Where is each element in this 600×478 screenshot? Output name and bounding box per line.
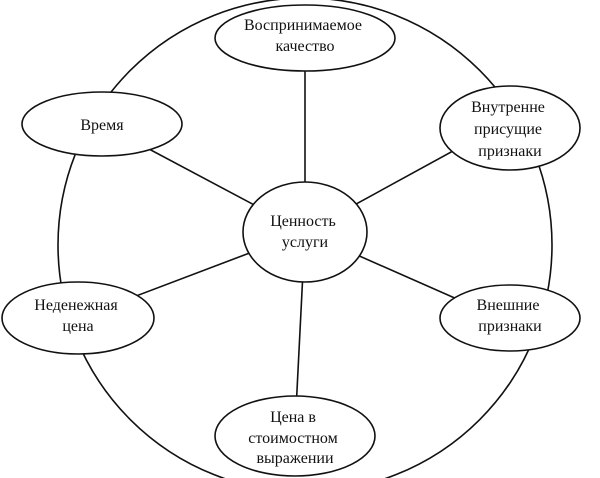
- node-external-features-line-2: признаки: [478, 318, 542, 335]
- center-node-line-2: услуги: [282, 234, 329, 251]
- node-perceived-quality-shape: [214, 4, 396, 72]
- node-non-monetary-price-shape: [1, 281, 155, 355]
- node-non-monetary-price-line-2: цена: [62, 318, 93, 335]
- node-internal-features-line-3: признаки: [478, 143, 542, 160]
- node-time-line-1: Время: [80, 117, 124, 134]
- center-node-shape: [242, 181, 368, 283]
- node-external-features: Внешние признаки: [439, 284, 581, 352]
- node-monetary-price-label: Цена в стоимостном выражении: [248, 409, 341, 467]
- node-time-label: Время: [80, 117, 124, 134]
- node-monetary-price-line-1: Цена в: [270, 409, 316, 426]
- node-external-features-shape: [439, 284, 581, 352]
- node-perceived-quality-line-1: Воспринимаемое: [244, 17, 362, 34]
- node-non-monetary-price-line-1: Неденежная: [34, 297, 118, 314]
- node-monetary-price-line-3: выражении: [256, 450, 333, 467]
- node-external-features-line-1: Внешние: [477, 297, 540, 314]
- node-internal-features-shape: [439, 85, 581, 171]
- center-node-label: Ценность услуги: [270, 213, 340, 251]
- node-non-monetary-price-label: Неденежная цена: [34, 297, 121, 335]
- node-time-shape: [21, 91, 183, 157]
- node-internal-features-line-1: Внутренне: [471, 99, 545, 116]
- node-external-features-label: Внешние признаки: [477, 297, 544, 335]
- center-node-line-1: Ценность: [270, 213, 336, 230]
- node-time: Время: [21, 91, 183, 157]
- node-monetary-price-line-2: стоимостном: [248, 430, 337, 447]
- node-internal-features-line-2: присущие: [474, 121, 542, 138]
- node-monetary-price-shape: [214, 395, 376, 477]
- node-non-monetary-price: Неденежная цена: [1, 281, 155, 355]
- outer-ring: [57, 0, 553, 478]
- center-node: Ценность услуги: [242, 181, 368, 283]
- node-monetary-price: Цена в стоимостном выражении: [214, 395, 376, 477]
- node-perceived-quality: Воспринимаемое качество: [214, 4, 396, 72]
- node-perceived-quality-line-2: качество: [275, 38, 334, 55]
- node-perceived-quality-label: Воспринимаемое качество: [244, 17, 366, 55]
- node-internal-features: Внутренне присущие признаки: [439, 85, 581, 171]
- node-internal-features-label: Внутренне присущие признаки: [471, 99, 549, 160]
